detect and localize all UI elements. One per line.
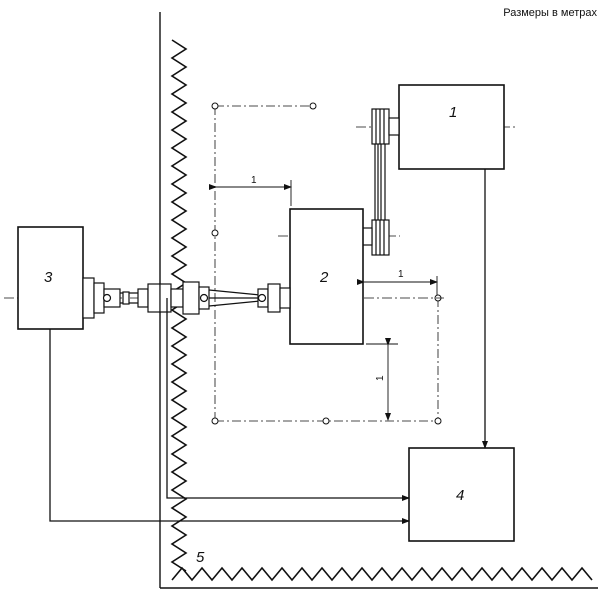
shaft-line	[82, 277, 291, 319]
component-1: 1	[398, 84, 505, 170]
top-dimension-label: 1	[251, 175, 257, 186]
measurement-grid	[214, 105, 439, 422]
vertical-dimension-label: 1	[375, 375, 386, 381]
signal-lines	[49, 169, 488, 524]
component-4-label: 4	[456, 487, 464, 504]
wall-coupling	[147, 283, 161, 313]
dimension-lines	[209, 180, 438, 421]
measurement-point	[211, 102, 219, 110]
component-3: 3	[17, 226, 84, 330]
measurement-point	[322, 417, 330, 425]
component-2-coupling	[267, 283, 281, 313]
measurement-point	[211, 417, 219, 425]
component-2: 2	[289, 208, 364, 345]
component-3-label: 3	[44, 269, 53, 286]
belt-drive	[361, 108, 400, 256]
component-1-label: 1	[449, 104, 457, 121]
signal-from-wall	[166, 298, 410, 501]
signal-from-component-3	[49, 329, 410, 524]
measurement-point	[434, 417, 442, 425]
middle-coupling	[182, 281, 200, 315]
measurement-point	[309, 102, 317, 110]
wall-label: 5	[196, 549, 205, 566]
measurement-point	[211, 229, 219, 237]
right-dimension-label: 1	[398, 269, 404, 280]
wall-structure	[159, 12, 598, 589]
units-note: Размеры в метрах	[503, 7, 597, 19]
component-4: 4	[408, 447, 515, 542]
component-2-label: 2	[319, 269, 329, 286]
measurement-points	[211, 102, 442, 425]
floor-zigzag	[171, 566, 593, 582]
